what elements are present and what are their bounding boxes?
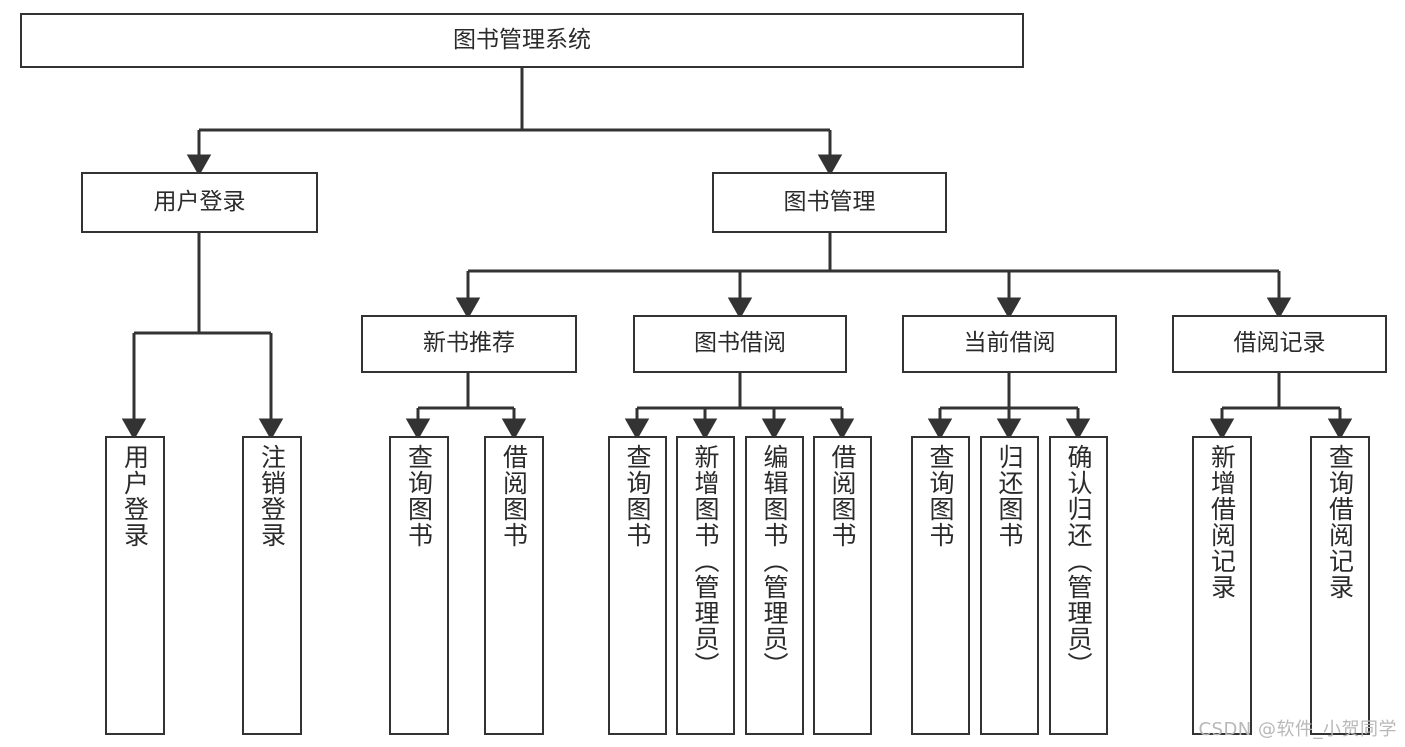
node-label: 图书管理系统 bbox=[453, 26, 591, 53]
leaf-borrow-edit-book-admin[interactable]: 编辑图书（管理员） bbox=[745, 436, 804, 735]
node-label: 借阅记录 bbox=[1233, 330, 1326, 357]
leaf-records-query-record[interactable]: 查询借阅记录 bbox=[1310, 436, 1370, 735]
node-root-system[interactable]: 图书管理系统 bbox=[20, 13, 1024, 68]
node-book-management[interactable]: 图书管理 bbox=[712, 172, 947, 233]
node-label: 当前借阅 bbox=[963, 330, 1056, 357]
leaf-borrow-add-book-admin[interactable]: 新增图书（管理员） bbox=[676, 436, 735, 735]
node-label: 图书借阅 bbox=[694, 330, 786, 357]
leaf-user-login-signout[interactable]: 注销登录 bbox=[242, 436, 302, 735]
node-user-login[interactable]: 用户登录 bbox=[81, 172, 318, 233]
node-label: 新增图书（管理员） bbox=[691, 444, 720, 678]
node-label: 查询图书 bbox=[404, 444, 434, 548]
leaf-newbook-borrow-books[interactable]: 借阅图书 bbox=[484, 436, 544, 735]
node-label: 新书推荐 bbox=[423, 330, 515, 357]
node-label: 编辑图书（管理员） bbox=[760, 444, 789, 678]
node-new-book-recommendation[interactable]: 新书推荐 bbox=[361, 315, 577, 373]
leaf-newbook-query-books[interactable]: 查询图书 bbox=[389, 436, 449, 735]
node-label: 用户登录 bbox=[120, 444, 150, 548]
node-label: 确认归还（管理员） bbox=[1064, 444, 1093, 678]
leaf-current-confirm-return-admin[interactable]: 确认归还（管理员） bbox=[1049, 436, 1108, 735]
node-label: 借阅图书 bbox=[828, 444, 857, 548]
node-label: 新增借阅记录 bbox=[1207, 444, 1237, 600]
leaf-user-login-signin[interactable]: 用户登录 bbox=[105, 436, 165, 735]
node-borrow-records[interactable]: 借阅记录 bbox=[1172, 315, 1387, 373]
node-label: 归还图书 bbox=[995, 444, 1024, 548]
node-label: 查询图书 bbox=[926, 444, 955, 548]
node-book-borrowing[interactable]: 图书借阅 bbox=[633, 315, 847, 373]
node-label: 借阅图书 bbox=[499, 444, 529, 548]
node-label: 用户登录 bbox=[153, 188, 246, 215]
node-current-borrowing[interactable]: 当前借阅 bbox=[902, 315, 1117, 373]
node-label: 查询图书 bbox=[623, 444, 652, 548]
leaf-current-query-books[interactable]: 查询图书 bbox=[911, 436, 970, 735]
node-label: 查询借阅记录 bbox=[1325, 444, 1355, 600]
leaf-borrow-query-books[interactable]: 查询图书 bbox=[608, 436, 667, 735]
leaf-current-return-books[interactable]: 归还图书 bbox=[980, 436, 1039, 735]
csdn-watermark: CSDN @软件_小贺同学 bbox=[1198, 719, 1397, 740]
node-label: 图书管理 bbox=[783, 188, 876, 215]
node-label: 注销登录 bbox=[257, 444, 287, 548]
leaf-borrow-borrow-books[interactable]: 借阅图书 bbox=[813, 436, 872, 735]
leaf-records-add-record[interactable]: 新增借阅记录 bbox=[1192, 436, 1252, 735]
